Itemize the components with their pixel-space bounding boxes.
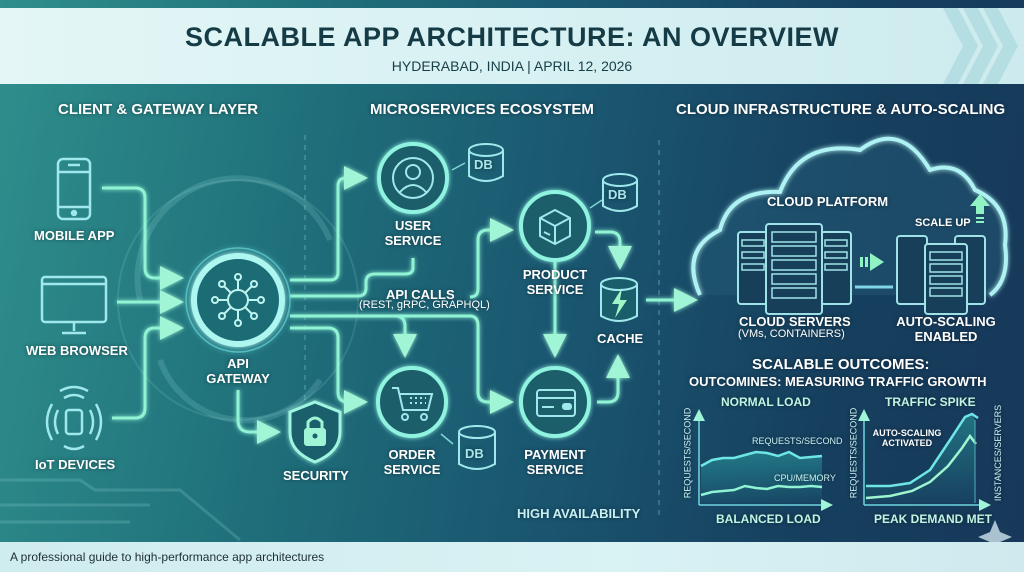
chart-traffic-spike xyxy=(858,409,991,511)
chart-normal-load xyxy=(693,409,833,511)
autoscaling-label: AUTO-SCALING ENABLED xyxy=(896,314,996,344)
user-service-line2: SERVICE xyxy=(384,233,442,248)
header-banner: SCALABLE APP ARCHITECTURE: AN OVERVIEW H… xyxy=(0,8,1024,84)
database-icon xyxy=(458,143,638,470)
chart2-xlabel: PEAK DEMAND MET xyxy=(874,512,993,526)
gateway-label-line2: GATEWAY xyxy=(206,371,270,386)
chart2-annotation: AUTO-SCALING ACTIVATED xyxy=(872,428,942,448)
chart2-ylabel: REQUESTS/SECOND xyxy=(848,407,859,499)
cloud-platform-label: CLOUD PLATFORM xyxy=(767,194,889,209)
shield-lock-icon xyxy=(288,400,342,464)
payment-service-label: PAYMENT SERVICE xyxy=(518,447,592,477)
page-subtitle: HYDERABAD, INDIA | APRIL 12, 2026 xyxy=(391,58,633,74)
order-service-line1: ORDER xyxy=(388,447,436,462)
cloud-servers-label: CLOUD SERVERS xyxy=(739,314,851,329)
smartphone-icon xyxy=(56,157,92,221)
shopping-cart-icon xyxy=(392,387,434,421)
chart2-title: TRAFFIC SPIKE xyxy=(885,395,976,409)
chart2-ylabel-right: INSTANCES/SERVERS xyxy=(993,404,1004,502)
order-service-label: ORDER SERVICE xyxy=(380,447,444,477)
gateway-label-line1: API xyxy=(227,356,249,371)
product-db-label: DB xyxy=(608,187,627,202)
chart1-xlabel: BALANCED LOAD xyxy=(716,512,821,526)
footer-banner: A professional guide to high-performance… xyxy=(0,542,1024,572)
gateway-label: API GATEWAY xyxy=(203,356,273,386)
user-db-label: DB xyxy=(474,157,493,172)
product-service-line2: SERVICE xyxy=(526,282,584,297)
chart1-series2-label: CPU/MEMORY xyxy=(774,473,836,483)
lightning-cache-icon xyxy=(600,277,638,322)
outcomes-subtitle: OUTCOMINES: MEASURING TRAFFIC GROWTH xyxy=(689,374,987,389)
scale-up-arrow-icon xyxy=(970,194,990,223)
client-label-iot: IoT DEVICES xyxy=(35,457,116,472)
cloud-servers-detail: (VMs, CONTAINERS) xyxy=(738,328,845,340)
section-title-microservices: MICROSERVICES ECOSYSTEM xyxy=(370,101,594,118)
page-title: SCALABLE APP ARCHITECTURE: AN OVERVIEW xyxy=(184,22,840,52)
order-db-label: DB xyxy=(465,446,484,461)
server-rack-icon xyxy=(737,223,852,315)
hub-network-icon xyxy=(211,273,265,327)
security-label: SECURITY xyxy=(283,468,349,483)
outcomes-title: SCALABLE OUTCOMES: xyxy=(752,356,930,373)
product-service-line1: PRODUCT xyxy=(522,267,588,282)
high-availability-label: HIGH AVAILABILITY xyxy=(517,506,641,521)
payment-service-line1: PAYMENT xyxy=(524,447,586,462)
footer-text: A professional guide to high-performance… xyxy=(10,550,325,564)
autoscaling-line1: AUTO-SCALING xyxy=(896,314,996,329)
api-calls-label: API CALLS xyxy=(386,287,455,302)
cache-label: CACHE xyxy=(597,331,644,346)
order-service-line2: SERVICE xyxy=(383,462,441,477)
chart1-title: NORMAL LOAD xyxy=(721,395,811,409)
autoscaling-line2: ENABLED xyxy=(914,329,978,344)
client-label-mobile: MOBILE APP xyxy=(34,228,115,243)
monitor-icon xyxy=(40,275,108,335)
api-calls-detail: (REST, gRPC, GRAPHQL) xyxy=(359,299,490,311)
product-service-label: PRODUCT SERVICE xyxy=(520,267,590,297)
chart1-series1-label: REQUESTS/SECOND xyxy=(752,436,843,446)
section-title-client: CLIENT & GATEWAY LAYER xyxy=(58,101,259,118)
credit-card-icon xyxy=(536,389,576,417)
client-label-web: WEB BROWSER xyxy=(26,343,128,358)
iot-signal-icon xyxy=(45,385,103,451)
user-service-line1: USER xyxy=(394,218,432,233)
package-box-icon xyxy=(539,208,571,246)
chart1-ylabel: REQUESTS/SECOND xyxy=(682,407,693,499)
user-icon xyxy=(392,157,434,199)
user-service-label: USER SERVICE xyxy=(383,218,443,248)
chevron-decoration-icon xyxy=(943,8,1018,84)
payment-service-line2: SERVICE xyxy=(526,462,584,477)
scale-up-label: SCALE UP xyxy=(915,217,971,229)
section-title-cloud: CLOUD INFRASTRUCTURE & AUTO-SCALING xyxy=(676,101,1006,118)
